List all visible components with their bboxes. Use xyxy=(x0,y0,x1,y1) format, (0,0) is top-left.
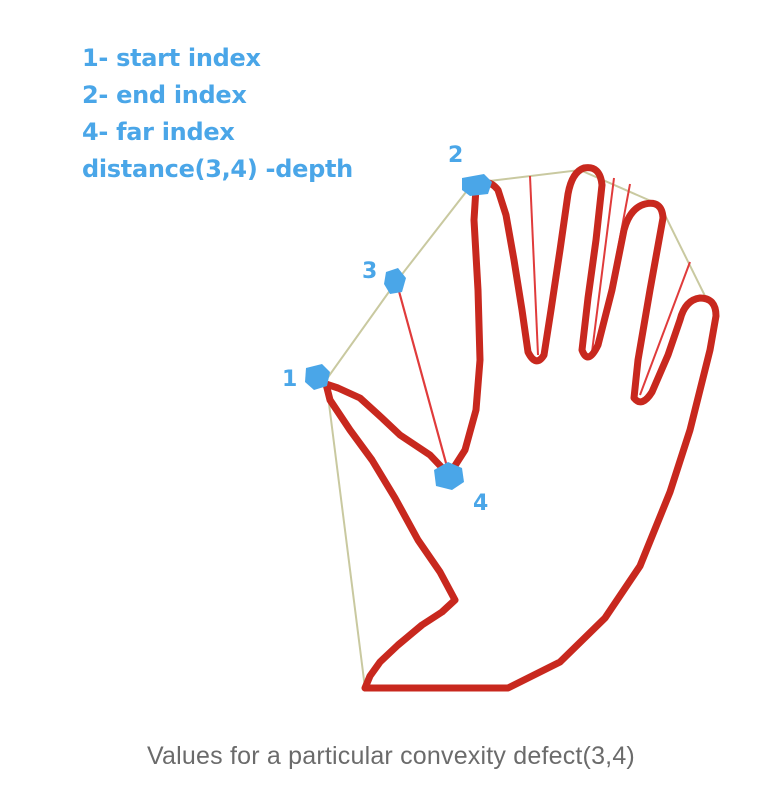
legend-depth: distance(3,4) -depth xyxy=(82,155,353,183)
marker-end-index xyxy=(462,174,492,196)
figure-caption: Values for a particular convexity defect… xyxy=(147,742,635,770)
marker-point-3 xyxy=(384,268,406,294)
defect-line-finger-d xyxy=(639,261,691,396)
defect-line-finger-b xyxy=(591,177,615,353)
legend-far-index: 4- far index xyxy=(82,118,235,146)
defect-line-3-4 xyxy=(395,283,451,475)
convexity-defect-diagram: 1- start index 2- end index 4- far index… xyxy=(82,40,720,692)
defect-line-finger-a xyxy=(529,175,539,356)
hand-drawing: 1 2 3 4 xyxy=(282,143,720,692)
marker-far-index xyxy=(434,462,464,490)
marker-start-index xyxy=(305,364,330,390)
label-point-2: 2 xyxy=(448,143,463,168)
convex-hull xyxy=(324,168,716,689)
label-point-4: 4 xyxy=(473,491,488,516)
legend-end-index: 2- end index xyxy=(82,81,247,109)
hand-outline xyxy=(322,164,720,692)
legend: 1- start index 2- end index 4- far index… xyxy=(82,40,353,188)
label-point-1: 1 xyxy=(282,367,297,392)
label-point-3: 3 xyxy=(362,259,377,284)
legend-start-index: 1- start index xyxy=(82,44,261,72)
